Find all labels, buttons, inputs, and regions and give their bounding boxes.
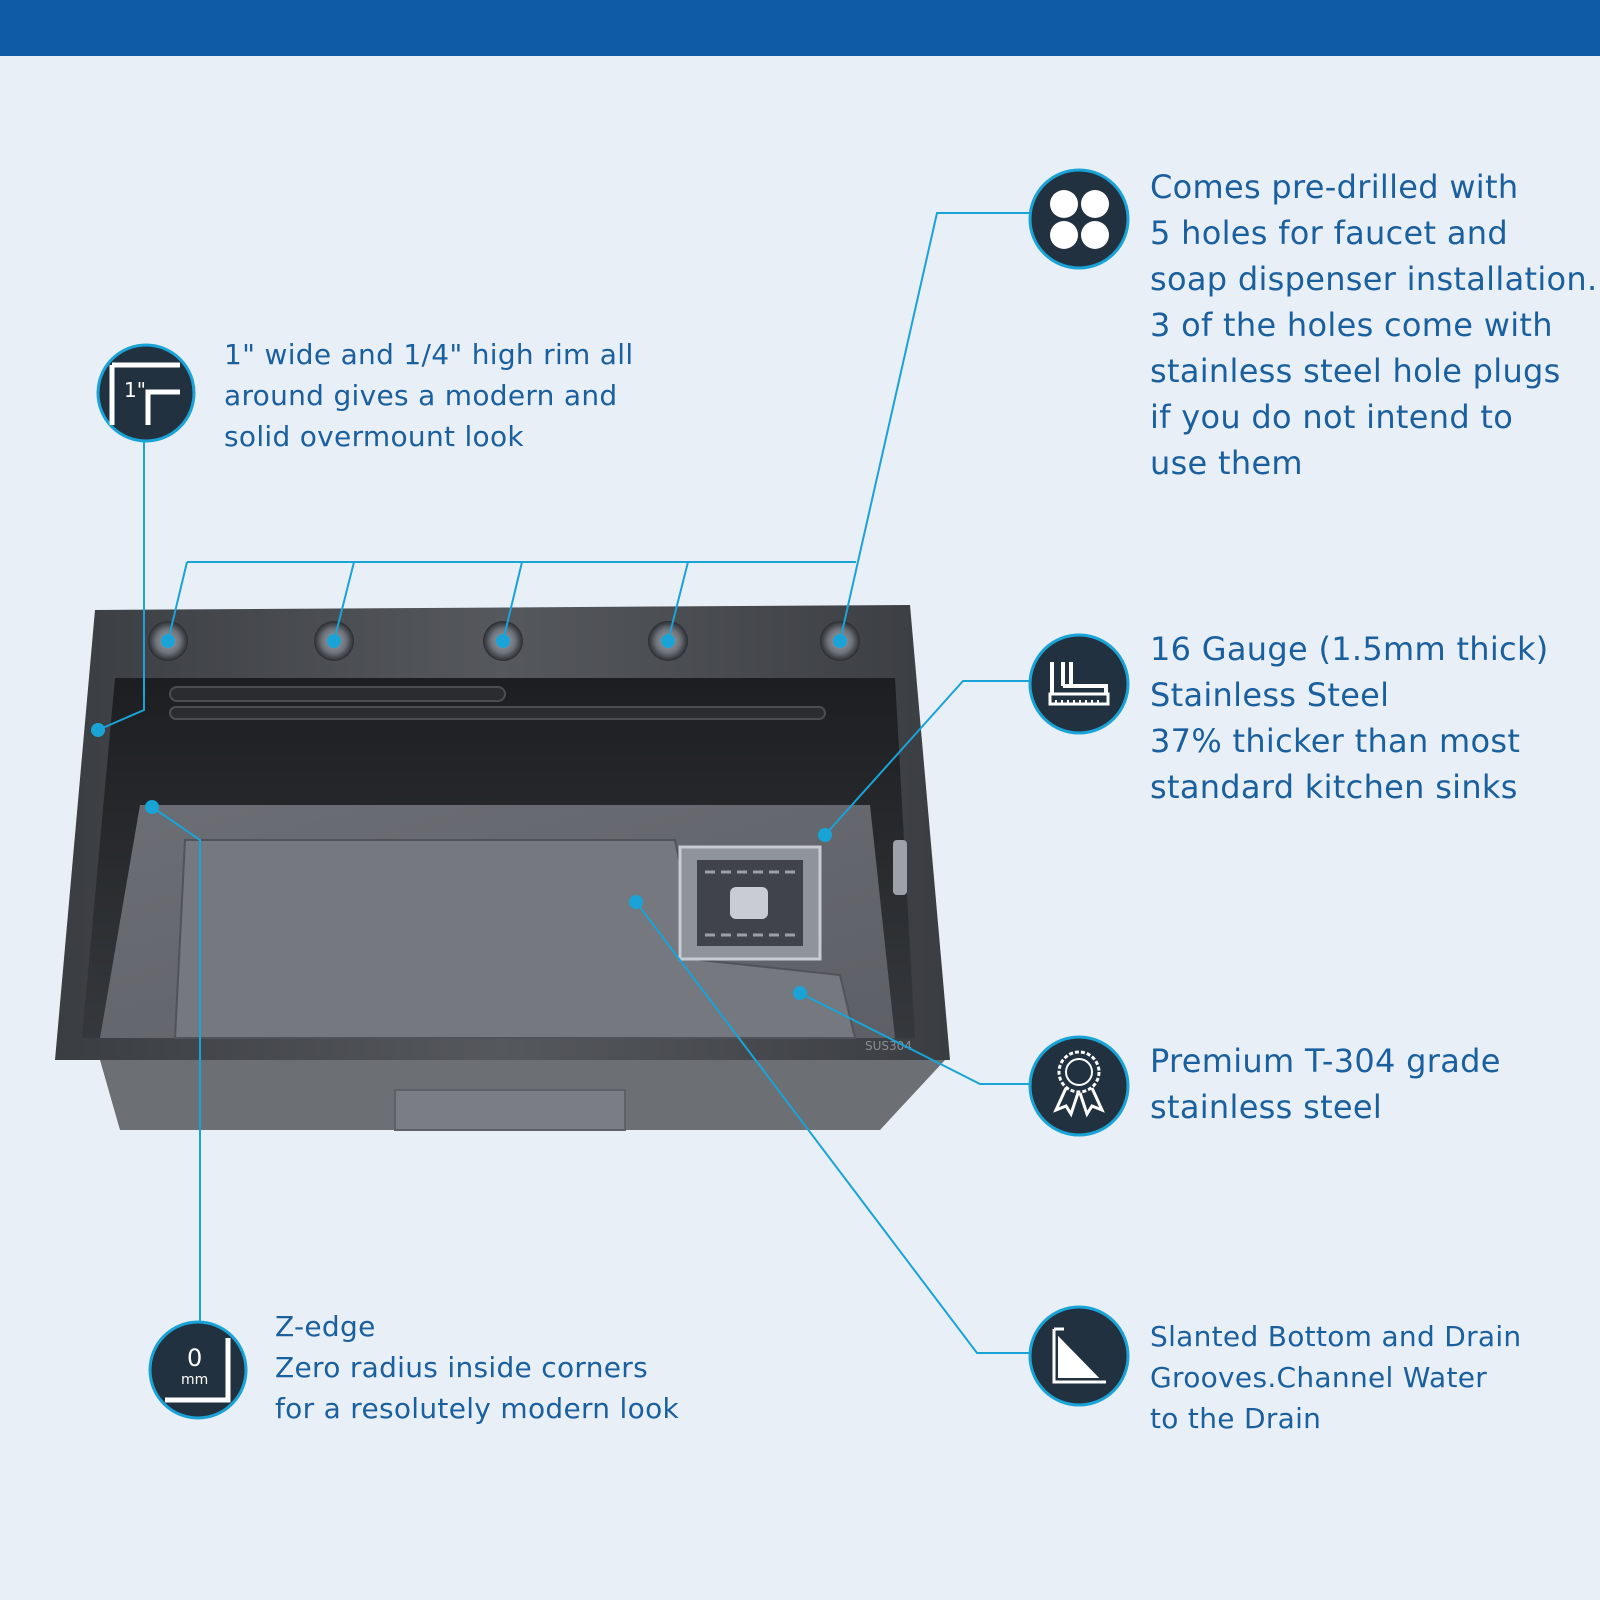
award-ribbon-icon [1028,1035,1130,1137]
leader-lines [97,212,1030,1354]
header-bar [0,0,1600,56]
slanted-bottom-icon [1028,1305,1130,1407]
sink-front-plate [394,1089,626,1131]
svg-text:0: 0 [187,1344,202,1372]
rim-profile-icon: 1" [96,343,196,443]
sus304-stamp: SUS304 [865,1039,912,1053]
rim-description: 1" wide and 1/4" high rim all around giv… [224,338,634,453]
accessory-rail-upper [169,686,506,702]
slant-description: Slanted Bottom and Drain Grooves.Channel… [1150,1320,1522,1435]
leader-dots [91,634,847,1000]
accessory-rail-lower [169,706,826,720]
sink: SUS304 [55,605,950,1131]
grade-description: Premium T-304 grade stainless steel [1150,1042,1501,1126]
zero-radius-icon: 0 mm [148,1320,248,1420]
holes-description: Comes pre-drilled with 5 holes for fauce… [1150,168,1598,482]
overflow-slot [893,840,907,895]
thickness-gauge-icon [1028,633,1130,735]
drain-basket [678,845,822,961]
zedge-description: Z-edge Zero radius inside corners for a … [275,1310,680,1425]
gauge-description: 16 Gauge (1.5mm thick) Stainless Steel 3… [1150,630,1549,806]
four-holes-icon [1028,168,1130,270]
svg-text:mm: mm [181,1372,208,1388]
svg-text:1": 1" [124,378,146,402]
